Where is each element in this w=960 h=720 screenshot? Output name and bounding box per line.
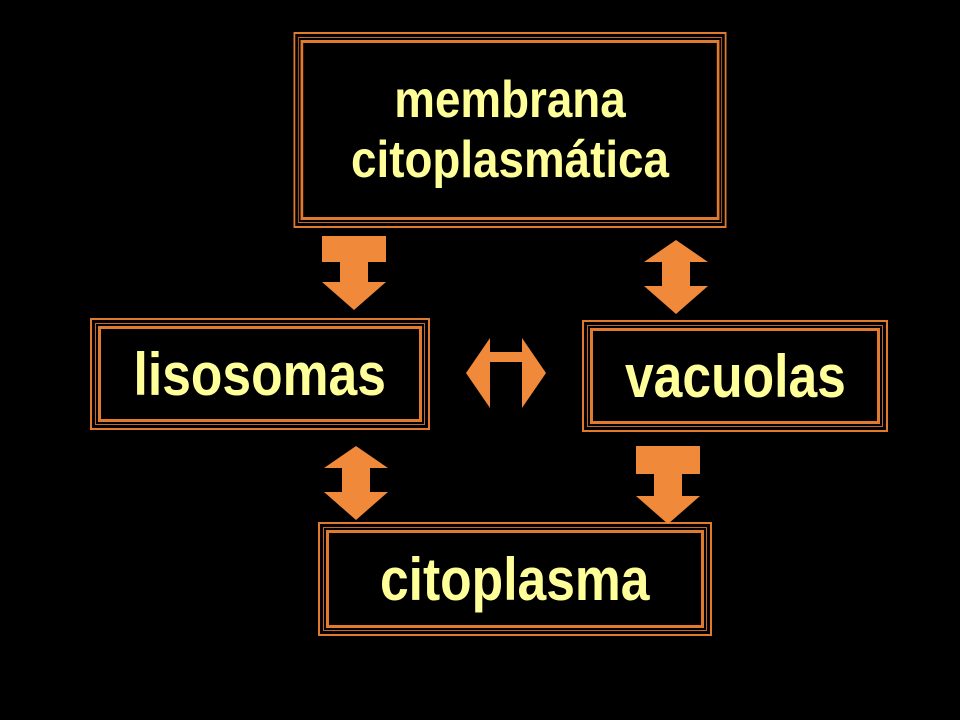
- arrow-vacuolas-citoplasma: [636, 446, 700, 524]
- node-membrana-citoplasmatica: membrana citoplasmática: [297, 37, 723, 223]
- arrow-lisosomas-vacuolas: [466, 338, 546, 408]
- node-membrana-line1: membrana: [394, 71, 626, 129]
- node-lisosomas-label: lisosomas: [133, 340, 387, 408]
- arrow-membrana-vacuolas-shape: [644, 240, 708, 314]
- arrow-lisosomas-citoplasma-shape: [324, 446, 388, 520]
- node-vacuolas: vacuolas: [587, 325, 883, 427]
- arrow-membrana-lisosomas-shape: [322, 236, 386, 310]
- node-lisosomas: lisosomas: [95, 323, 425, 425]
- arrow-vacuolas-citoplasma-shape: [636, 446, 700, 524]
- arrow-membrana-vacuolas: [644, 240, 708, 314]
- node-membrana-line2: citoplasmática: [351, 131, 669, 189]
- node-citoplasma-label: citoplasma: [380, 545, 650, 613]
- arrow-lisosomas-citoplasma: [324, 446, 388, 520]
- arrow-membrana-lisosomas: [322, 236, 386, 310]
- node-vacuolas-label: vacuolas: [624, 342, 846, 410]
- node-citoplasma: citoplasma: [323, 527, 707, 631]
